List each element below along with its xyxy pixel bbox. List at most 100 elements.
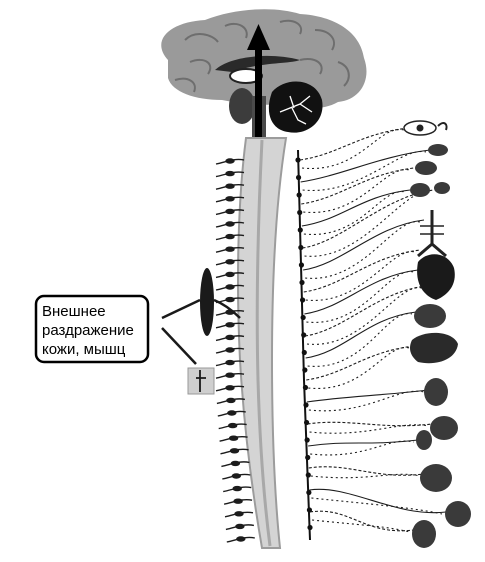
organ-large-intestine [420, 464, 452, 492]
organ-stomach [414, 304, 446, 328]
dorsal-root-ganglion [225, 170, 235, 177]
nerve-fiber [309, 424, 429, 434]
stimulus-callout: Внешнее раздражение кожи, мышц [34, 294, 150, 364]
callout-line-3: кожи, мышц [42, 341, 126, 358]
nerve-fiber [306, 345, 415, 381]
dorsal-root-ganglion [225, 246, 235, 252]
dorsal-root-ganglion [227, 410, 237, 416]
dorsal-root-ganglion [225, 259, 235, 265]
ganglion [304, 437, 310, 443]
callout-line-2: раздражение [42, 322, 134, 339]
organ-kidney-1 [416, 430, 432, 450]
organ-salivary-gland-1 [415, 161, 437, 175]
ganglion [301, 332, 307, 338]
organ-reproductive [412, 520, 436, 548]
nerve-fiber [303, 169, 411, 213]
organ-liver [410, 332, 458, 364]
dorsal-root-ganglion [226, 397, 236, 404]
nerve-fiber [300, 149, 431, 183]
ganglion [305, 454, 311, 461]
organ-salivary-gland-3 [434, 182, 450, 194]
organ-trachea-lungs [417, 210, 447, 258]
spinal-canal [255, 139, 272, 547]
cerebellum-arbor [279, 95, 313, 125]
ganglion [298, 262, 305, 268]
ganglion [301, 349, 307, 356]
skin-patch [187, 367, 215, 395]
dorsal-root-ganglion [225, 334, 235, 341]
ganglion [297, 227, 303, 233]
nerve-fiber [302, 151, 427, 191]
ganglion [296, 192, 302, 198]
nerve-fiber [307, 313, 413, 367]
dorsal-root-ganglion [225, 221, 235, 227]
dorsal-root-ganglion [225, 359, 235, 366]
nerve-fiber [307, 421, 433, 427]
spinal-cord [237, 137, 288, 549]
nerve-fiber [309, 488, 447, 514]
nerve-fiber [299, 127, 409, 161]
dorsal-root-ganglion [225, 183, 235, 189]
ganglion [305, 472, 311, 478]
callout-line-1: Внешнее [42, 303, 106, 320]
nerve-fiber [311, 497, 443, 515]
ganglion [300, 314, 306, 321]
ganglion [297, 209, 303, 216]
brain [161, 9, 367, 142]
ganglion [295, 174, 302, 181]
nerve-fiber [303, 219, 425, 271]
autonomic-nerves [299, 127, 447, 533]
afferent-pathway [161, 298, 241, 365]
nerve-fiber [301, 167, 415, 205]
nerve-fiber [308, 466, 425, 476]
ganglion [302, 367, 308, 373]
dorsal-root-ganglion [234, 511, 244, 517]
ganglion [299, 297, 306, 303]
nerve-fiber [304, 285, 427, 337]
dorsal-root-ganglion [225, 385, 235, 391]
dorsal-root-ganglion [225, 296, 235, 303]
dorsal-root-ganglion [228, 435, 239, 441]
dorsal-root-ganglion [235, 523, 245, 530]
dorsal-root-ganglion [225, 196, 235, 202]
dorsal-root-ganglion [225, 347, 235, 353]
organ-lacrimal-gland [428, 144, 448, 156]
dorsal-root-ganglion [225, 208, 235, 215]
dorsal-root-ganglion [225, 233, 235, 240]
sympathetic-trunk [297, 149, 311, 541]
organ-pancreas [424, 378, 448, 406]
ganglion [298, 244, 304, 251]
nerve-fiber [310, 473, 421, 479]
ganglion [295, 157, 301, 163]
cerebellum [268, 81, 323, 133]
nerve-fiber [301, 129, 405, 169]
dorsal-root-ganglion [227, 422, 238, 429]
ganglion [306, 507, 313, 513]
dorsal-root-ganglion [225, 158, 235, 164]
nerve-fiber [306, 287, 423, 345]
nerve-fiber [306, 389, 429, 403]
callout-box [34, 294, 150, 364]
organ-heart [417, 254, 455, 300]
ganglion [307, 524, 313, 531]
nerve-fiber [308, 390, 425, 412]
nerve-fiber [305, 311, 417, 359]
spinal-nerve-roots [215, 158, 255, 543]
ganglion [306, 489, 312, 496]
nerve-fiber [309, 510, 415, 532]
nerve-fiber [305, 221, 421, 279]
organs [403, 120, 471, 548]
brain-folds [174, 19, 350, 93]
organ-small-intestine [430, 416, 458, 440]
dorsal-root-ganglion [236, 536, 246, 542]
nerve-fiber [303, 191, 407, 235]
receptor-ellipse-icon [200, 268, 214, 336]
dorsal-root-ganglion [233, 498, 243, 504]
dorsal-root-ganglion [225, 284, 235, 290]
nerve-fiber [308, 439, 419, 447]
organ-bladder [445, 501, 471, 527]
dorsal-root-ganglion [225, 322, 235, 328]
sympathetic-ganglia [295, 157, 313, 531]
dorsal-root-ganglion [230, 460, 241, 467]
